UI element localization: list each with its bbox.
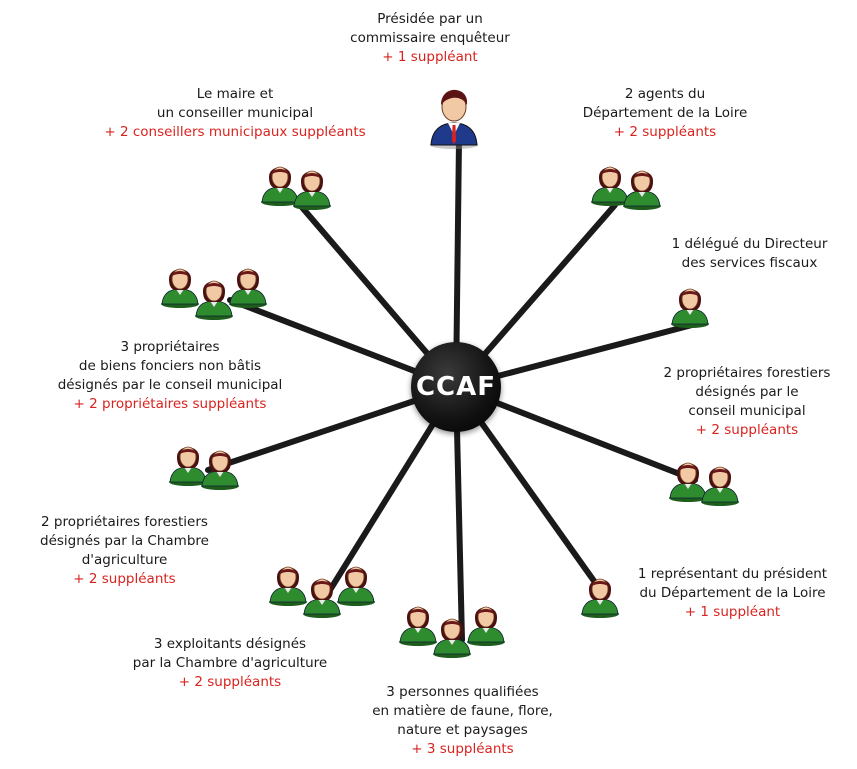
label-forestiers-ca: 2 propriétaires forestiers désignés par … [40,514,209,587]
person-icon [200,444,240,490]
person-icon [302,572,342,618]
label-forestiers-cm: 2 propriétaires forestiers désignés par … [663,365,831,438]
person-icon [336,560,376,606]
ccaf-hub: CCAF [411,342,501,432]
person-icon [398,600,438,646]
person-icon [168,440,208,486]
person-icon [268,560,308,606]
label-agents-loire: 2 agents du Département de la Loire+ 2 s… [582,86,748,140]
label-representant: 1 représentant du président du Départeme… [637,566,828,620]
person-icon [622,164,662,210]
label-non-batis: 3 propriétaires de biens fonciers non bâ… [57,339,283,412]
person-icon [228,262,268,308]
person-icon [194,274,234,320]
label-exploitants: 3 exploitants désignés par la Chambre d'… [132,636,328,690]
person-icon [590,160,630,206]
label-qualifiees: 3 personnes qualifiées en matière de fau… [372,684,553,757]
person-icon [260,160,300,206]
person-icon [580,572,620,618]
person-icon [668,456,708,502]
president-icon [428,85,480,149]
person-icon [670,282,710,328]
label-president: Présidée par un commissaire enquêteur+ 1… [350,11,510,65]
person-icon [700,460,740,506]
person-icon [432,612,472,658]
hub-label: CCAF [415,372,497,402]
person-icon [160,262,200,308]
label-fiscaux: 1 délégué du Directeur des services fisc… [671,236,828,271]
label-maire: Le maire et un conseiller municipal+ 2 c… [104,86,366,140]
person-icon [466,600,506,646]
person-icon [292,164,332,210]
